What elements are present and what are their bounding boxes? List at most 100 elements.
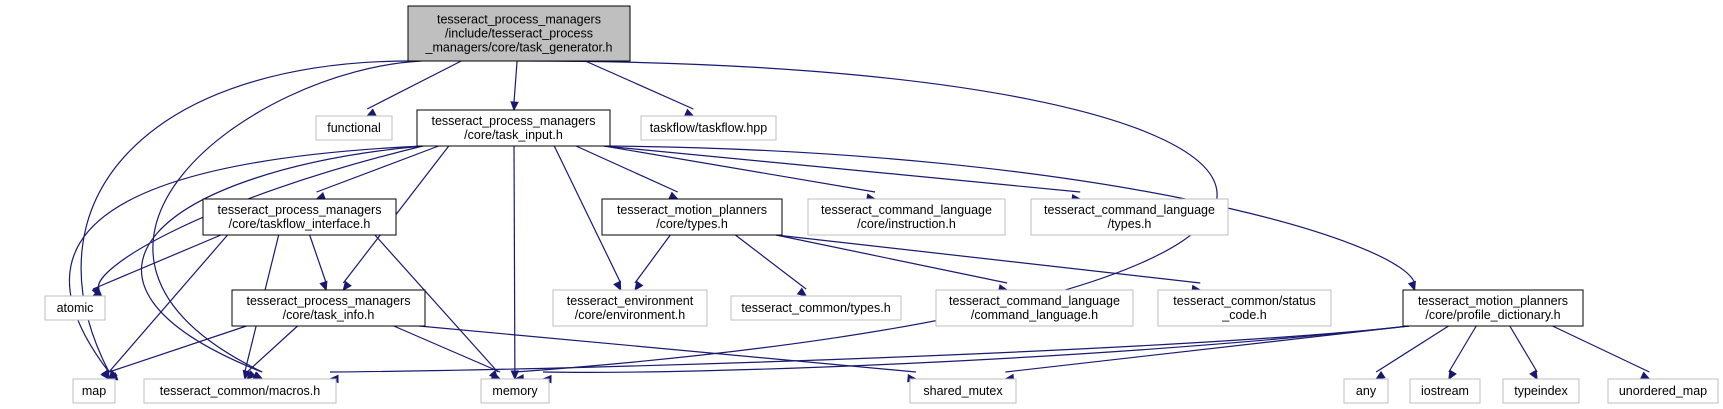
node-cmd-types: tesseract_command_language/types.h [1030, 198, 1229, 236]
node-label-line: tesseract_motion_planners [617, 203, 767, 217]
arrowhead-taskflow_interface-to-macros [242, 369, 251, 381]
node-typeindex: typeindex [1502, 378, 1580, 404]
edge-motion_types-to-environment [634, 234, 671, 284]
edge-task_input-to-motion_types [575, 145, 678, 193]
edge-profile_dictionary-to-memory [542, 325, 1410, 373]
node-task-input[interactable]: tesseract_process_managers/core/task_inp… [416, 109, 611, 147]
node-label-line: iostream [1421, 384, 1469, 398]
node-label-line: any [1356, 384, 1377, 398]
node-box [231, 289, 426, 327]
node-box [1607, 378, 1719, 404]
node-box [640, 115, 777, 141]
edge-task_input-to-memory [513, 145, 516, 373]
node-label-line: /core/profile_dictionary.h [1425, 308, 1560, 322]
node-label-line: tesseract_command_language [1044, 203, 1215, 217]
node-shared-mutex: shared_mutex [909, 378, 1017, 404]
node-label-line: tesseract_common/macros.h [160, 384, 321, 398]
node-label-line: tesseract_common/types.h [741, 301, 890, 315]
edge-profile_dictionary-to-any [1375, 325, 1449, 373]
node-box [480, 378, 550, 404]
node-label-line: atomic [57, 301, 94, 315]
node-box [552, 289, 708, 327]
node-box [909, 378, 1017, 404]
node-atomic: atomic [44, 295, 106, 321]
edge-motion_types-to-command_language [775, 234, 1008, 284]
node-task-info[interactable]: tesseract_process_managers/core/task_inf… [231, 289, 426, 327]
node-instruction: tesseract_command_language/core/instruct… [807, 198, 1006, 236]
node-label-line: tesseract_process_managers [247, 294, 411, 308]
edge-profile_dictionary-to-typeindex [1509, 325, 1538, 373]
edge-task_input-to-environment [553, 145, 622, 284]
node-environment: tesseract_environment/core/environment.h [552, 289, 708, 327]
node-box [1343, 378, 1389, 404]
node-root[interactable]: tesseract_process_managers/include/tesse… [407, 5, 631, 62]
node-map: map [72, 378, 116, 404]
edge-motion_types-to-common_types [735, 234, 807, 290]
node-label-line: tesseract_process_managers [218, 203, 382, 217]
arrowhead-task_input-to-profile_dictionary [1407, 280, 1416, 292]
edge-profile_dictionary-to-macros [329, 325, 1410, 373]
node-box [935, 289, 1134, 327]
node-label-line: tesseract_process_managers [432, 114, 596, 128]
arrowhead-root-to-taskflow_hpp [683, 108, 695, 117]
node-label-line: memory [492, 384, 538, 398]
node-taskflow-interface[interactable]: tesseract_process_managers/core/taskflow… [202, 198, 397, 236]
edge-task_input-to-taskflow_interface [316, 145, 439, 193]
edge-task_input-to-atomic [97, 145, 424, 290]
arrowhead-task_input-to-map [100, 369, 110, 380]
edge-taskflow_interface-to-atomic [92, 234, 222, 290]
arrowhead-profile_dictionary-to-any [1375, 370, 1386, 380]
node-label-line: tesseract_environment [567, 294, 694, 308]
edge-root-to-memory [515, 60, 1218, 373]
node-label-line: functional [327, 121, 381, 135]
arrowhead-task_input-to-task_info [342, 280, 352, 291]
arrowhead-root-to-functional [366, 108, 377, 117]
node-label-line: /core/task_info.h [283, 308, 375, 322]
node-box [1409, 378, 1481, 404]
edge-root-to-functional [366, 60, 462, 110]
node-profile-dictionary[interactable]: tesseract_motion_planners/core/profile_d… [1402, 289, 1584, 327]
node-command-language: tesseract_command_language/command_langu… [935, 289, 1134, 327]
node-label-line: tesseract_motion_planners [1418, 294, 1568, 308]
arrowhead-task_input-to-motion_types [668, 191, 679, 200]
arrowhead-motion_types-to-common_types [796, 287, 808, 297]
edge-taskflow_interface-to-task_info [309, 234, 327, 284]
arrowhead-task_input-to-environment [613, 280, 622, 292]
node-motion-types[interactable]: tesseract_motion_planners/core/types.h [601, 198, 783, 236]
edge-task_input-to-cmd_types [603, 145, 1081, 193]
node-memory: memory [480, 378, 550, 404]
edge-task_input-to-map [68, 145, 424, 373]
node-box [72, 378, 116, 404]
node-label-line: /core/task_input.h [464, 128, 563, 142]
node-label-line: unordered_map [1619, 384, 1707, 398]
node-box [807, 198, 1006, 236]
node-label-line: taskflow/taskflow.hpp [650, 121, 767, 135]
node-box [315, 115, 393, 141]
node-functional: functional [315, 115, 393, 141]
node-label-line: tesseract_command_language [821, 203, 992, 217]
node-label-line: tesseract_process_managers [437, 13, 601, 27]
edge-profile_dictionary-to-iostream [1448, 325, 1477, 373]
node-label-line: /core/environment.h [575, 308, 686, 322]
arrowhead-task_info-to-macros [246, 370, 257, 380]
edge-task_info-to-shared_mutex [418, 325, 917, 373]
edge-root-to-task_input [513, 60, 518, 104]
node-box [416, 109, 611, 147]
node-box [407, 5, 631, 62]
node-label-line: tesseract_common/status [1173, 294, 1315, 308]
node-label-line: /include/tesseract_process [445, 27, 593, 41]
node-label-line: typeindex [1514, 384, 1568, 398]
node-label-line: /core/taskflow_interface.h [229, 217, 371, 231]
node-label-line: /types.h [1108, 217, 1152, 231]
edge-taskflow_interface-to-memory [374, 234, 499, 373]
node-any: any [1343, 378, 1389, 404]
edge-motion_types-to-status_code [775, 234, 1201, 284]
arrowhead-motion_types-to-environment [634, 280, 644, 292]
node-box [44, 295, 106, 321]
arrowhead-profile_dictionary-to-iostream [1448, 369, 1457, 381]
node-box [1402, 289, 1584, 327]
node-label-line: /core/instruction.h [857, 217, 956, 231]
node-status-code: tesseract_common/status_code.h [1157, 289, 1332, 327]
edge-root-to-taskflow_hpp [585, 60, 694, 110]
